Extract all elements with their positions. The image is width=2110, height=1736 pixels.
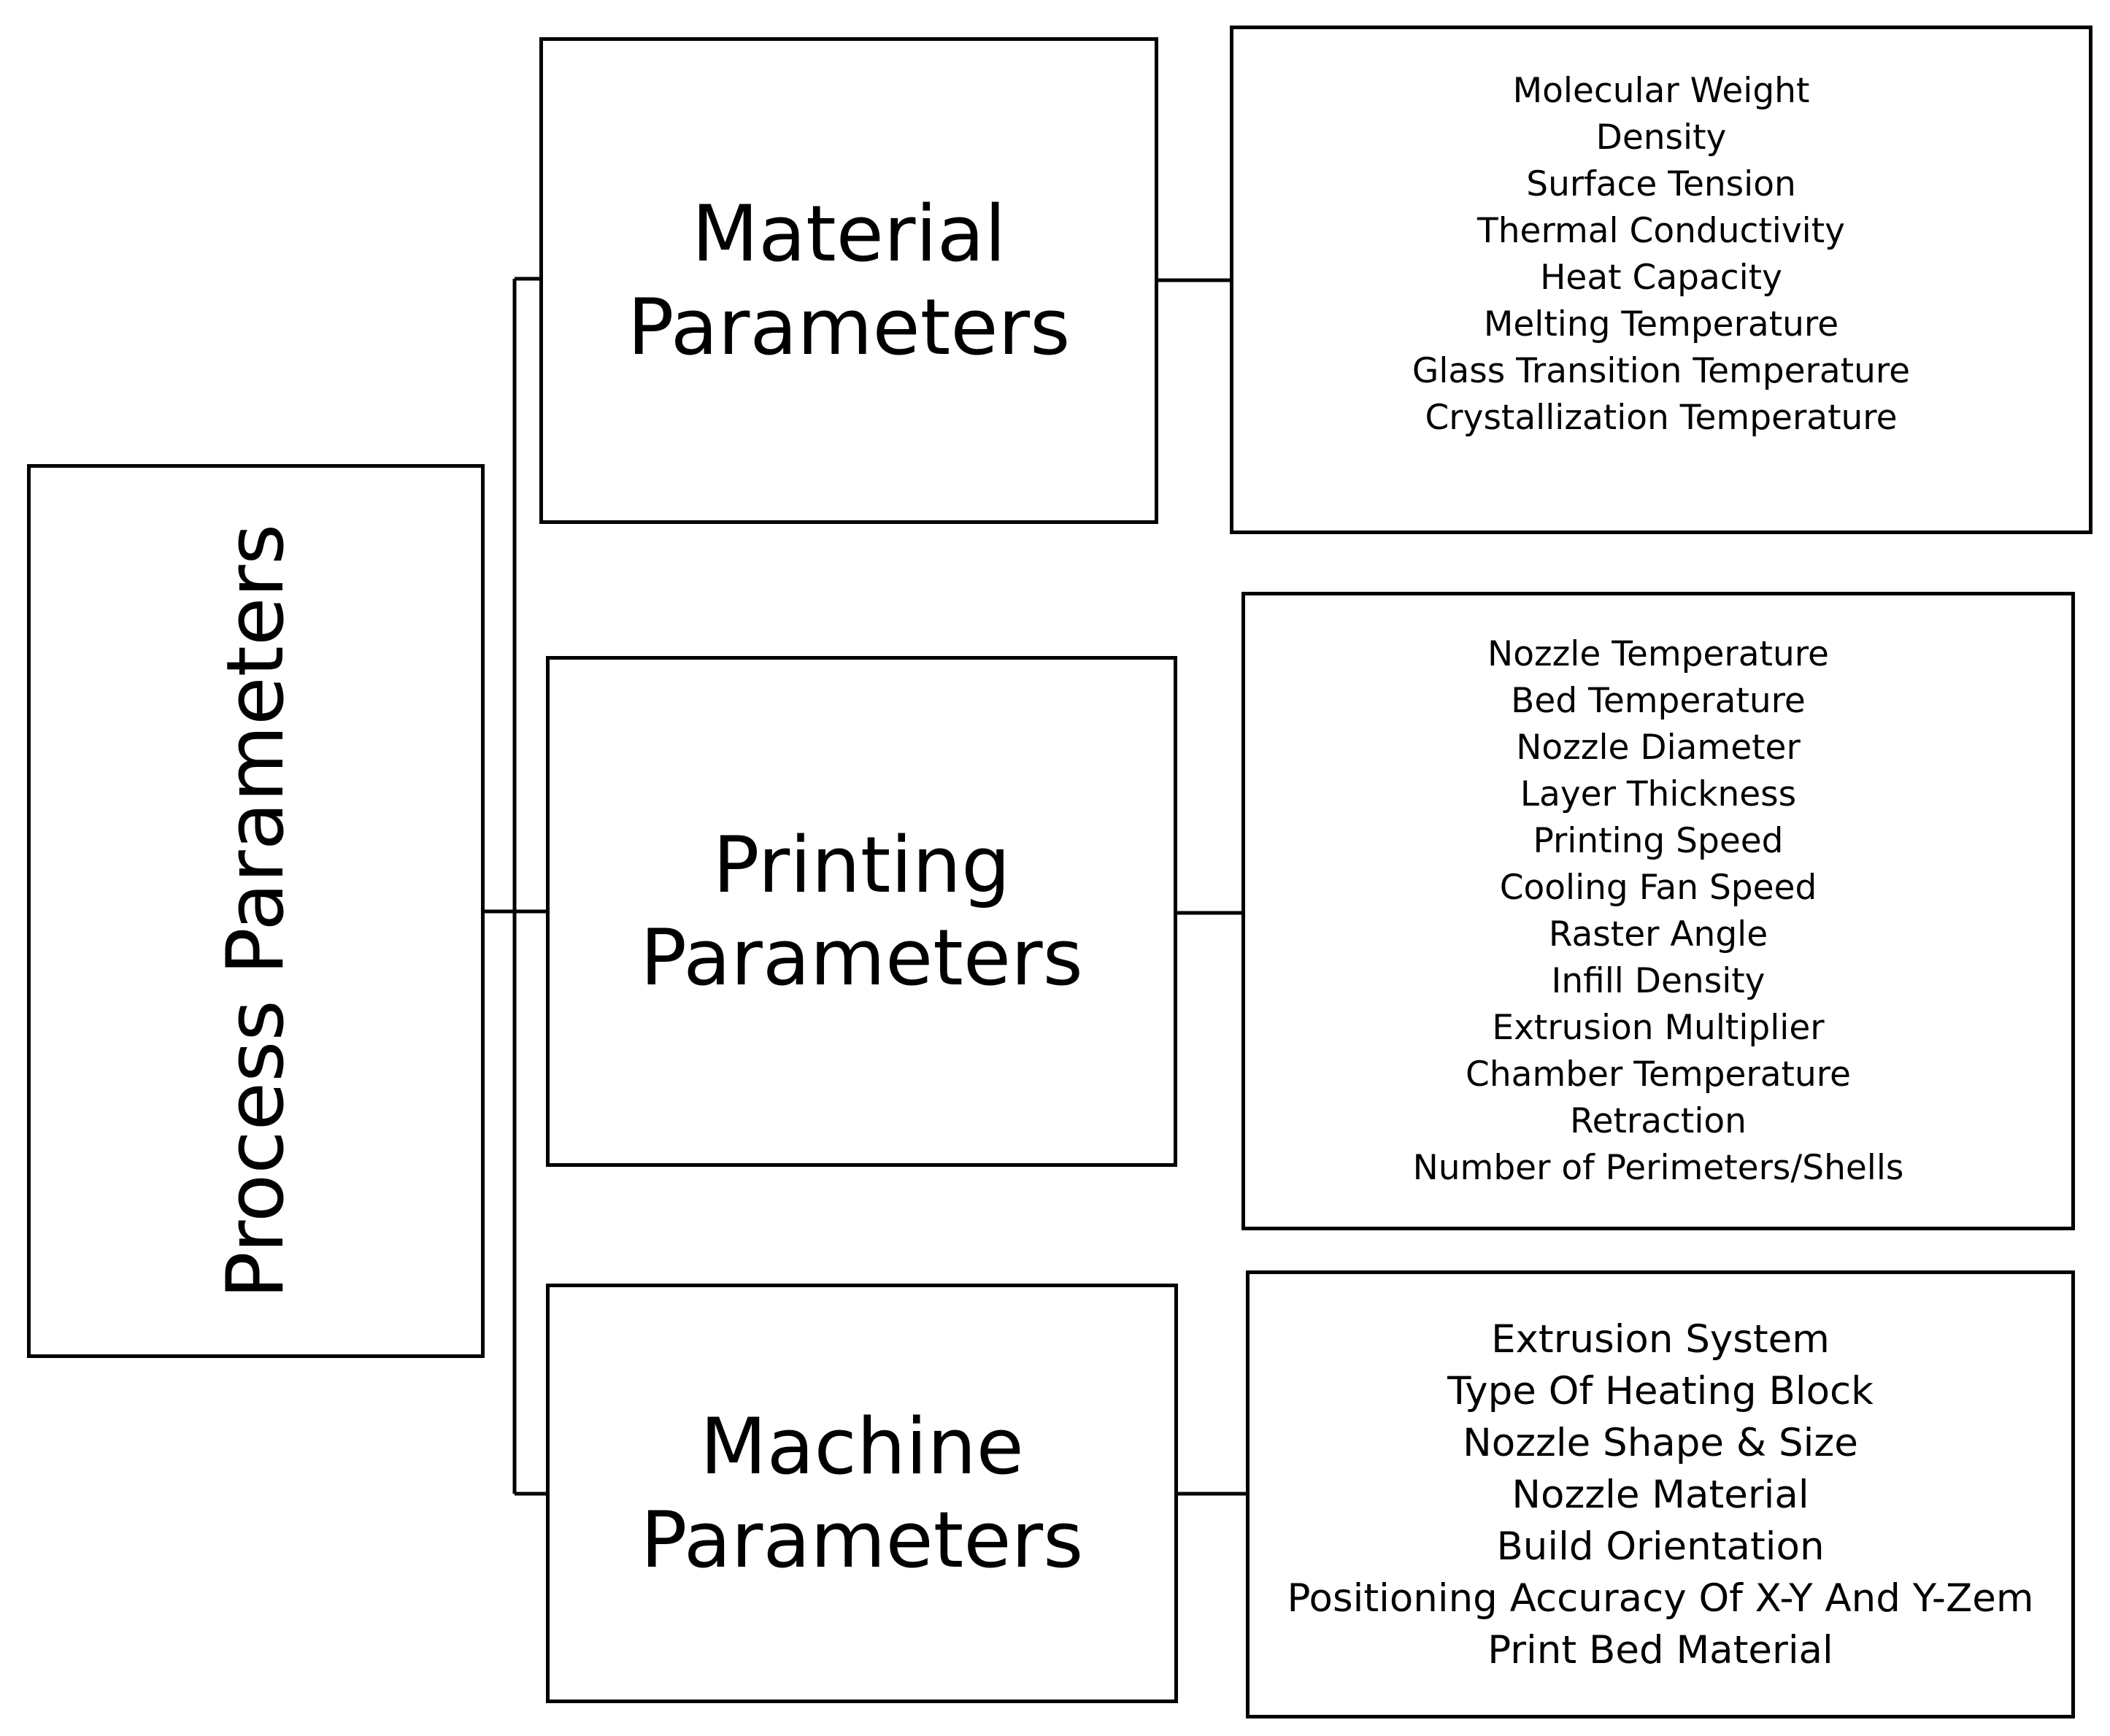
list-item: Printing Speed [1533,820,1784,861]
list-item: Nozzle Diameter [1516,727,1801,768]
list-item: Type Of Heating Block [1447,1368,1874,1413]
list-item: Raster Angle [1548,914,1768,954]
machine-parameters-box: Machine Parameters [546,1284,1178,1703]
machine-parameters-list: Extrusion System Type Of Heating Block N… [1287,1313,2033,1676]
list-item: Positioning Accuracy Of X-Y And Y-Zem [1287,1575,2034,1621]
list-item: Surface Tension [1526,163,1796,204]
machine-parameters-list-box: Extrusion System Type Of Heating Block N… [1246,1270,2075,1718]
list-item: Crystallization Temperature [1425,397,1898,438]
list-item: Retraction [1570,1100,1747,1141]
printing-parameters-box: Printing Parameters [546,656,1177,1167]
list-item: Extrusion System [1491,1316,1830,1362]
list-item: Infill Density [1551,960,1766,1001]
material-parameters-box: Material Parameters [539,37,1158,524]
printing-parameters-list-box: Nozzle Temperature Bed Temperature Nozzl… [1241,592,2075,1230]
process-parameters-box: Process Parameters [27,464,485,1358]
list-item: Chamber Temperature [1466,1054,1851,1095]
list-item: Layer Thickness [1520,774,1797,814]
material-parameters-label: Material Parameters [627,189,1071,372]
material-parameters-list-box: Molecular Weight Density Surface Tension… [1230,26,2092,534]
list-item: Density [1595,117,1727,158]
list-item: Glass Transition Temperature [1412,350,1911,391]
list-item: Nozzle Shape & Size [1463,1420,1858,1465]
printing-parameters-list: Nozzle Temperature Bed Temperature Nozzl… [1413,631,1904,1192]
list-item: Nozzle Material [1512,1472,1809,1517]
list-item: Extrusion Multiplier [1492,1007,1825,1048]
printing-parameters-label: Printing Parameters [640,819,1083,1003]
list-item: Number of Perimeters/Shells [1412,1147,1904,1188]
list-item: Heat Capacity [1540,257,1782,298]
list-item: Thermal Conductivity [1477,210,1845,251]
list-item: Melting Temperature [1483,304,1839,344]
material-parameters-list: Molecular Weight Density Surface Tension… [1412,68,1910,441]
list-item: Bed Temperature [1511,680,1806,721]
list-item: Build Orientation [1496,1524,1825,1569]
list-item: Cooling Fan Speed [1499,867,1817,908]
list-item: Print Bed Material [1487,1627,1833,1673]
machine-parameters-label: Machine Parameters [640,1402,1084,1585]
list-item: Molecular Weight [1512,70,1810,111]
list-item: Nozzle Temperature [1487,633,1829,674]
process-parameters-label: Process Parameters [209,523,301,1299]
